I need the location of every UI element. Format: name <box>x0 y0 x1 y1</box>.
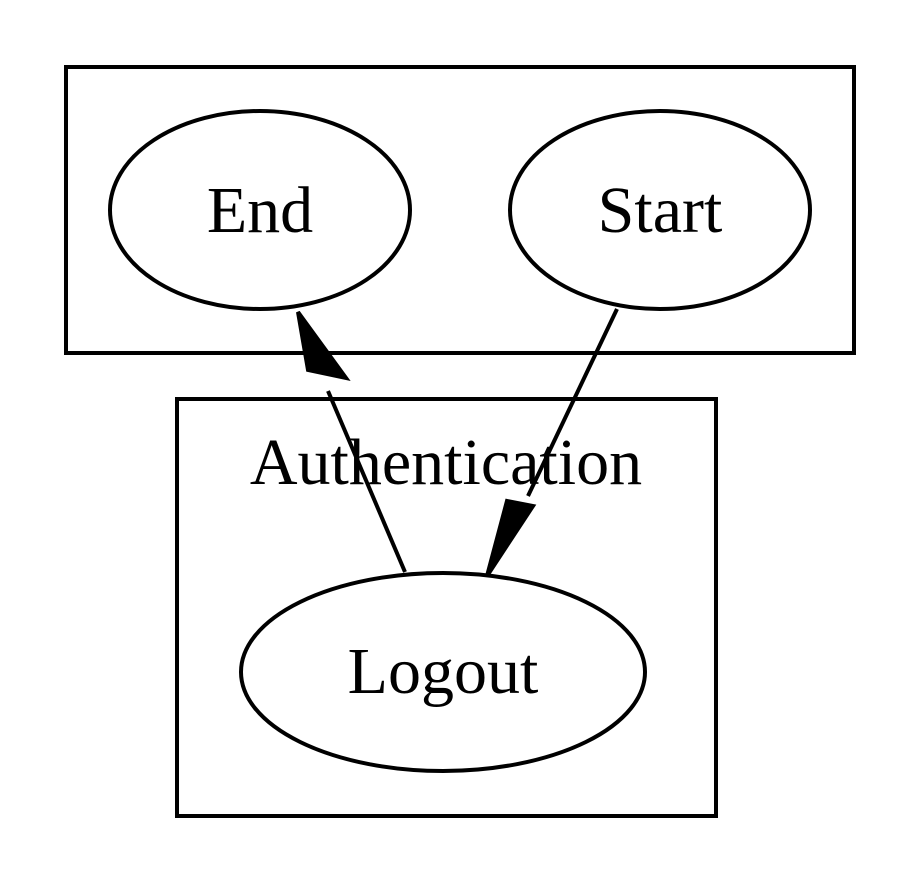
cluster-authentication-box <box>175 397 718 818</box>
node-logout-label: Logout <box>348 635 539 708</box>
edge-logout-end-line <box>326 390 407 573</box>
edge-start-logout-arrowhead <box>485 498 537 578</box>
node-logout-shape <box>239 571 647 773</box>
edge-start-to-logout <box>485 308 619 578</box>
node-end[interactable]: End <box>108 109 412 311</box>
cluster-top <box>64 65 856 355</box>
node-start-shape <box>508 109 812 311</box>
cluster-authentication-label: Authentication <box>250 426 642 499</box>
cluster-authentication: Authentication <box>175 397 718 818</box>
edge-logout-to-end <box>296 310 407 573</box>
edge-start-logout-line <box>526 308 619 497</box>
node-end-label: End <box>207 174 313 247</box>
node-start-label: Start <box>598 174 723 247</box>
edge-logout-end-arrowhead <box>296 310 351 382</box>
node-start[interactable]: Start <box>508 109 812 311</box>
node-logout[interactable]: Logout <box>239 571 647 773</box>
node-end-shape <box>108 109 412 311</box>
cluster-top-box <box>64 65 856 355</box>
